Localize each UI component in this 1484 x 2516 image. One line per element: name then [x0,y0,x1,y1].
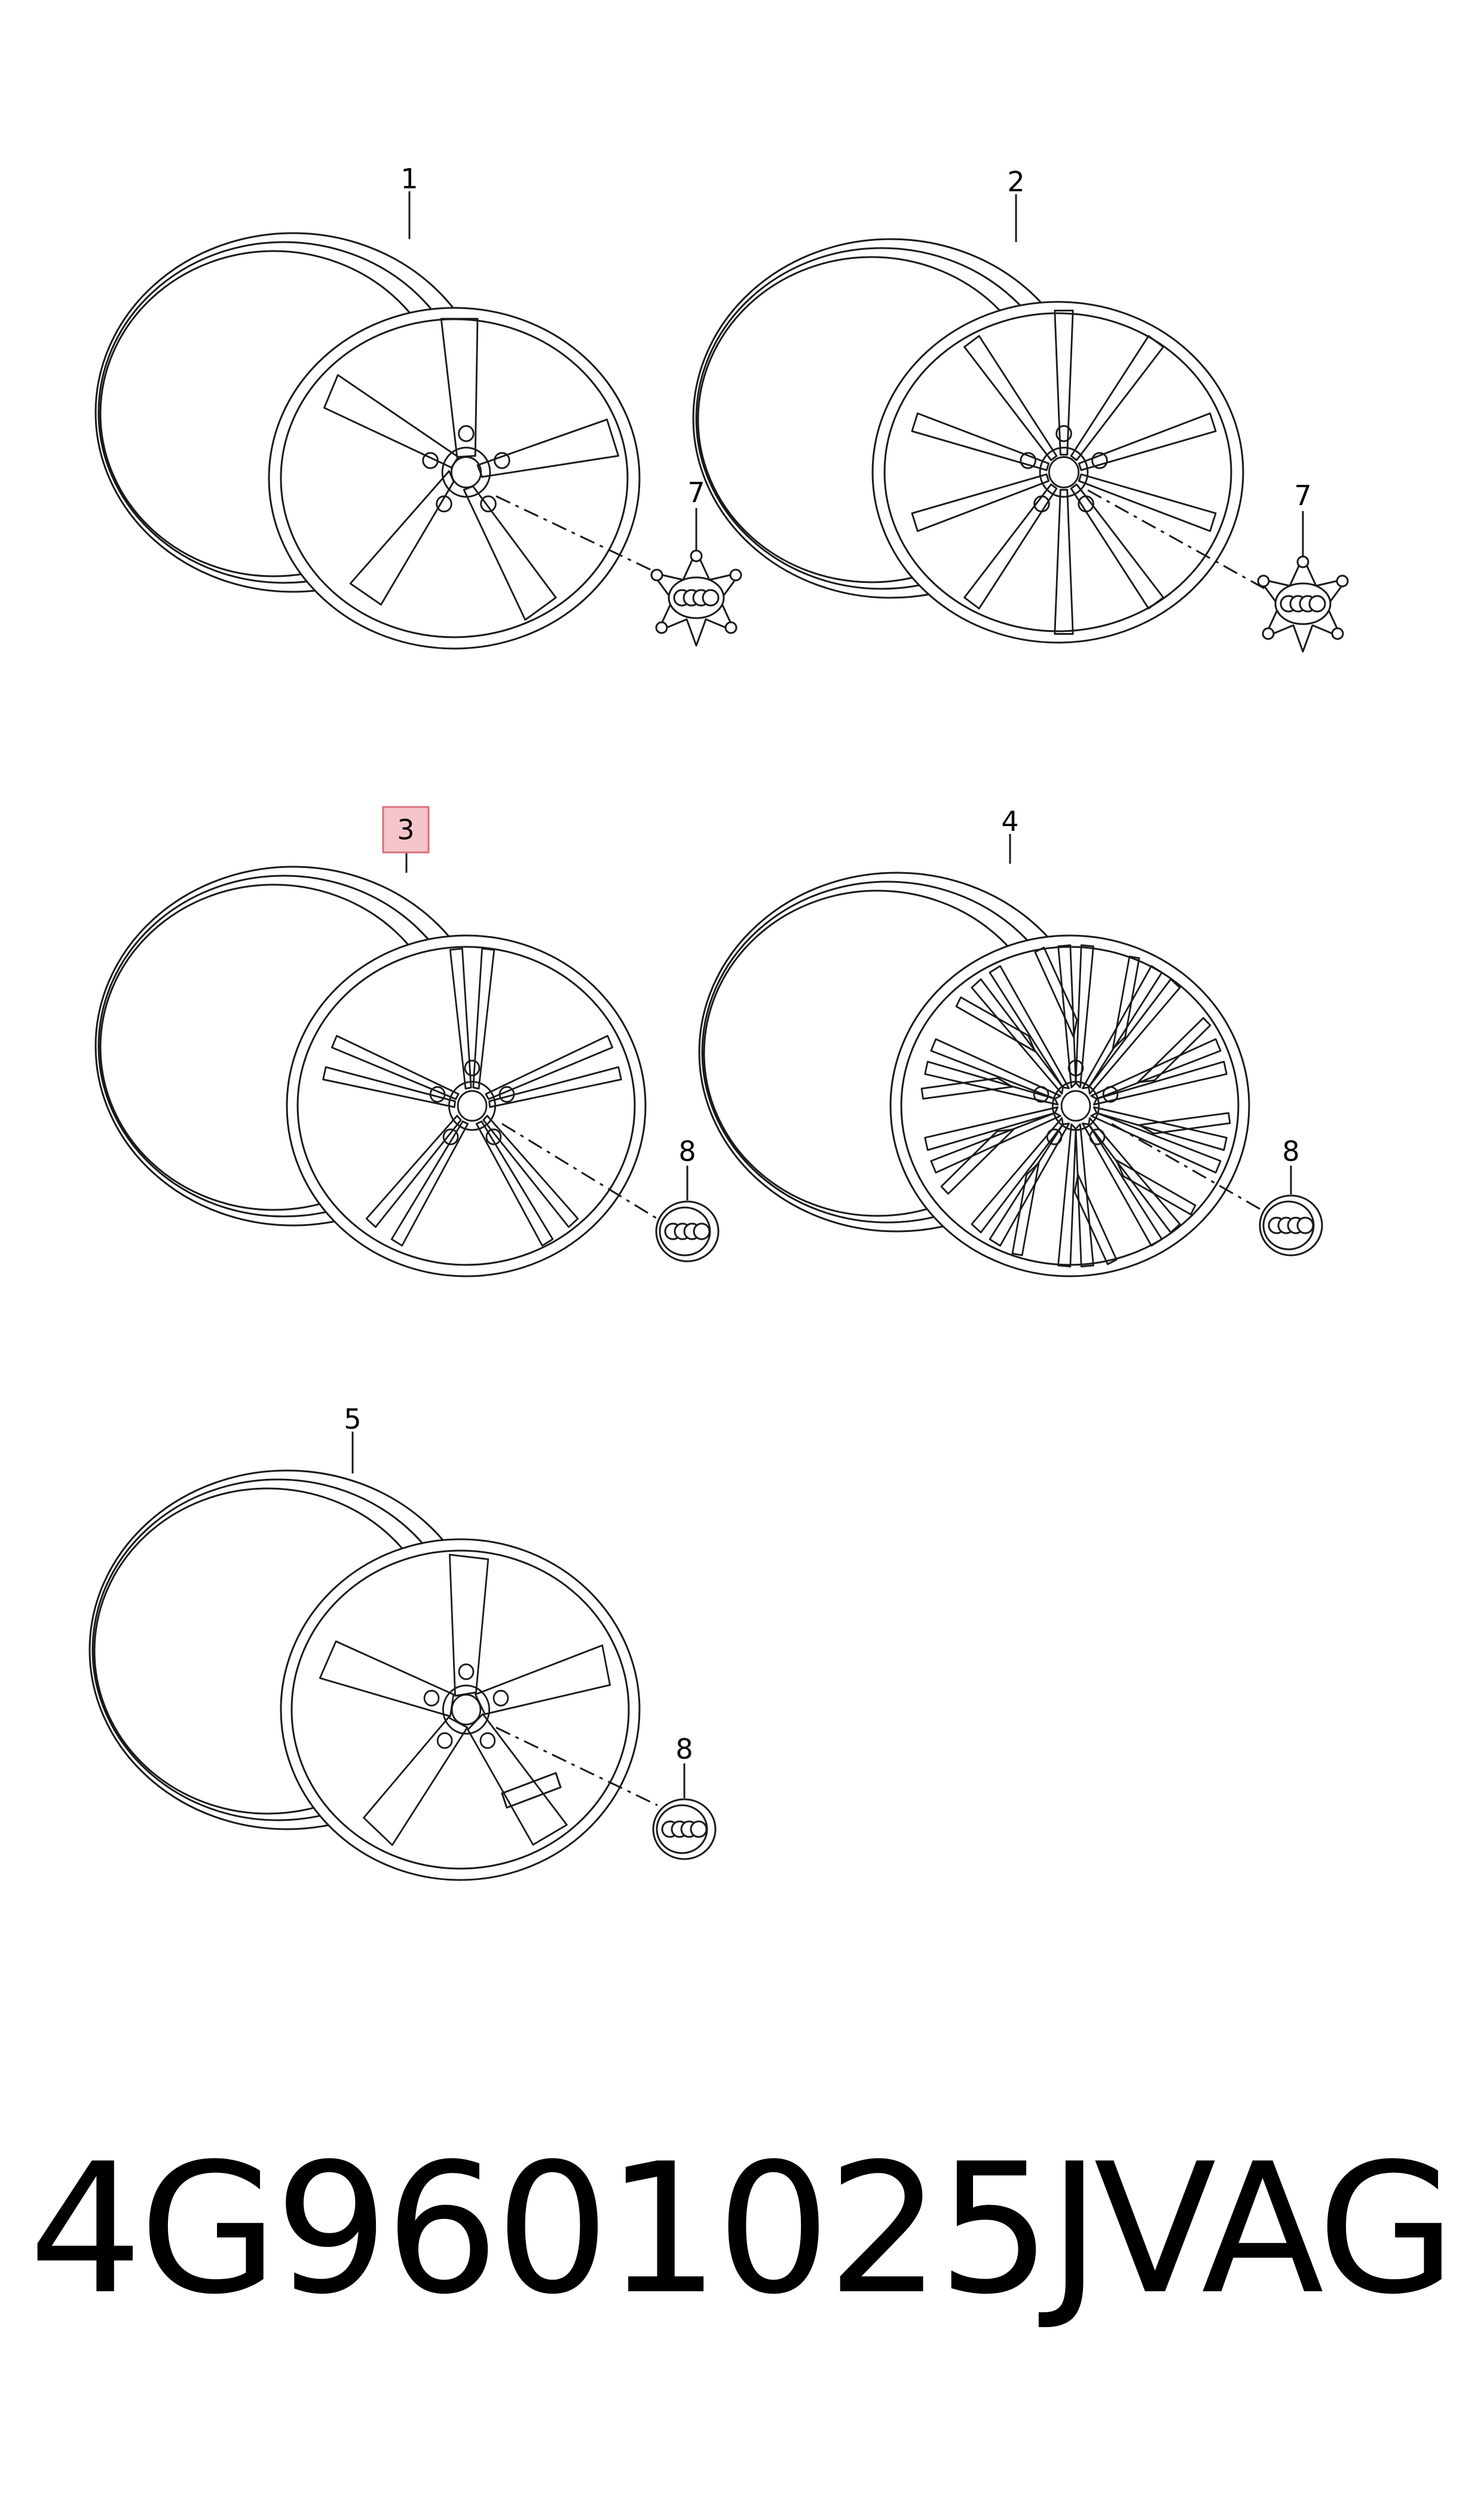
wheel-5 [88,1432,658,1881]
highlight-box-3 [382,806,430,854]
cap-8c [653,1763,715,1859]
part-number: 4G9601025J [29,2125,1101,2334]
wheel-3 [94,843,664,1277]
callout-1[interactable]: 1 [400,163,418,195]
callout-2[interactable]: 2 [1007,166,1024,198]
wheel-4 [698,834,1274,1277]
callout-8a[interactable]: 8 [678,1135,696,1167]
manufacturer-name: VAG [1094,2125,1456,2334]
callout-8b[interactable]: 8 [1282,1135,1299,1167]
callout-3[interactable]: 3 [397,814,414,846]
callout-5[interactable]: 5 [344,1403,361,1435]
callout-7b[interactable]: 7 [1294,479,1311,512]
wheel-1 [94,191,670,650]
callout-8c[interactable]: 8 [675,1733,693,1765]
cap-8b [1260,1166,1322,1255]
cap-8a [656,1166,718,1261]
cap-7b [1258,511,1348,652]
cap-7a [651,508,741,646]
callout-4[interactable]: 4 [1001,805,1018,837]
callout-7a[interactable]: 7 [687,476,705,509]
wheel-2 [692,194,1280,644]
